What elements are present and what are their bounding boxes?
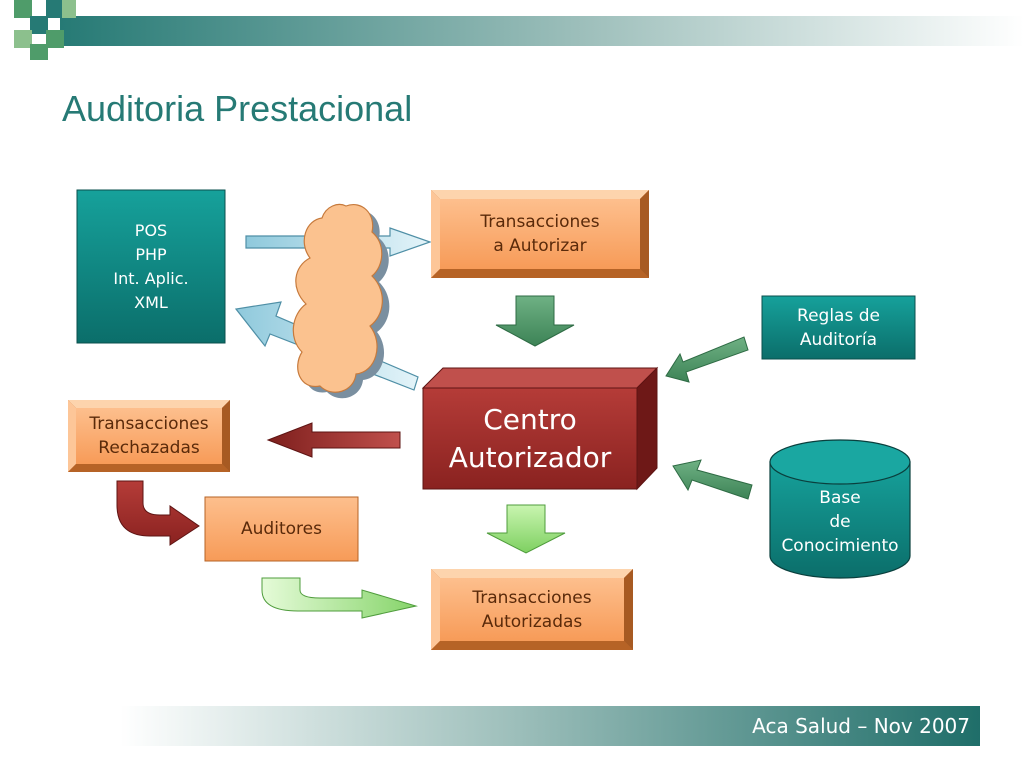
to-authorize-box: [431, 190, 649, 278]
authorizer-center-block: [421, 366, 659, 491]
audit-rules-box: [761, 295, 916, 360]
arrow-to-rejected: [266, 422, 401, 458]
arrow-down-to-authorized: [486, 504, 566, 554]
slide-title: Auditoria Prestacional: [62, 88, 413, 129]
network-cloud: [292, 203, 390, 399]
header-square: [30, 16, 48, 34]
audit-rules-label: Reglas de Auditoría: [797, 305, 880, 350]
header-square: [14, 0, 32, 18]
sources-box: [76, 189, 226, 344]
arrow-rules-to-center: [665, 336, 749, 383]
arrow-auditors-to-authorized: [261, 577, 418, 619]
authorizer-center-label: Centro Autorizador: [448, 402, 612, 474]
header-gradient-bar: [60, 16, 1024, 46]
header-square: [30, 44, 48, 60]
header-banner: [14, 0, 1024, 60]
auditors-box: [204, 496, 359, 562]
auditors-label: Auditores: [241, 519, 322, 539]
header-square: [62, 0, 76, 18]
header-square: [46, 30, 64, 48]
arrow-base-to-center: [672, 459, 753, 500]
authorized-box: [431, 569, 633, 650]
footer-bar: [120, 706, 980, 746]
footer-text: Aca Salud – Nov 2007: [752, 714, 970, 738]
arrow-down-to-center: [495, 295, 575, 347]
rejected-box: [68, 400, 230, 472]
rejected-label: Transacciones Rechazadas: [89, 414, 209, 458]
knowledge-base-cylinder: [769, 439, 911, 579]
authorized-label: Transacciones Autorizadas: [472, 587, 592, 632]
header-square: [14, 30, 32, 48]
header-square: [46, 0, 64, 18]
arrow-rejected-to-auditors: [116, 480, 200, 546]
knowledge-base-label: Base de Conocimiento: [781, 488, 899, 556]
to-authorize-label: Transacciones a Autorizar: [480, 212, 600, 256]
sources-label: POS PHP Int. Aplic. XML: [113, 220, 189, 312]
